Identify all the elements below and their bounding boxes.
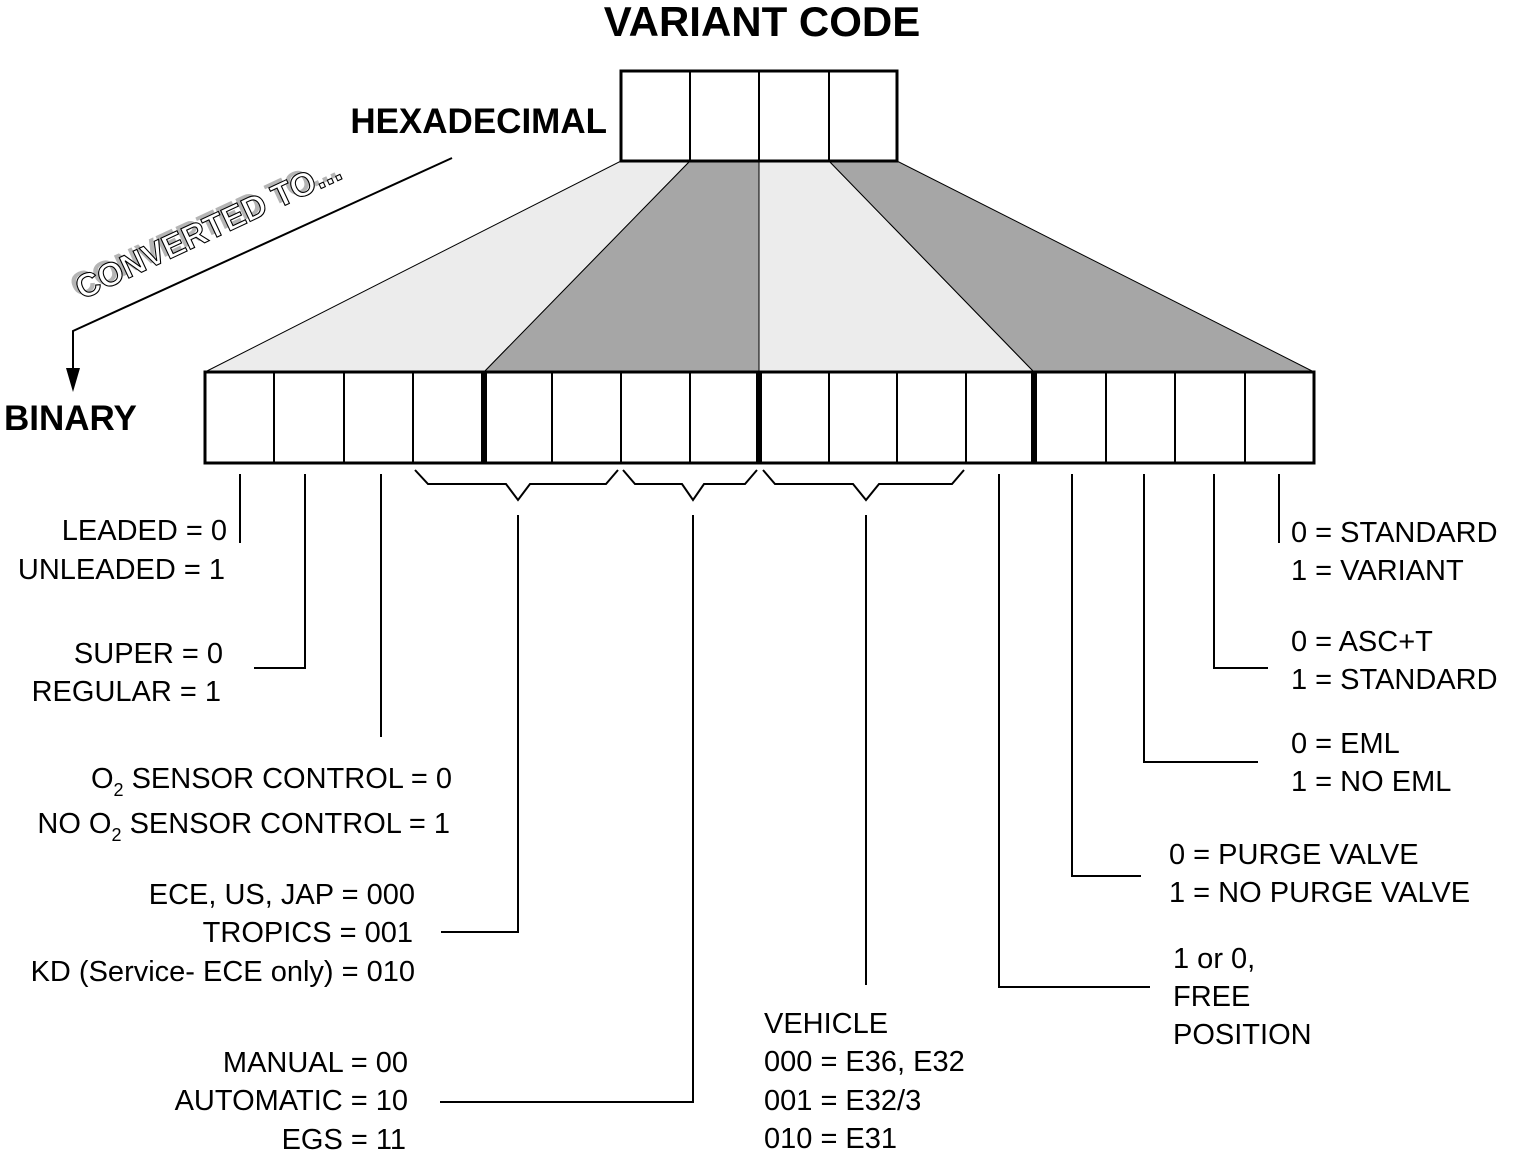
- free-line1: 1 or 0,: [1173, 943, 1255, 975]
- purge-line1: 0 = PURGE VALVE: [1169, 839, 1419, 871]
- binary-register: [203, 370, 1316, 465]
- leader-market: [441, 515, 519, 933]
- o2-sensor-line2: NO O2 SENSOR CONTROL = 1: [37, 808, 450, 845]
- field-market: ECE, US, JAP = 000 TROPICS = 001 KD (Ser…: [31, 879, 415, 988]
- brace-market: [414, 469, 619, 502]
- leader-free: [998, 474, 1150, 988]
- market-line1: ECE, US, JAP = 000: [149, 879, 415, 911]
- brace-vehicle: [762, 469, 965, 502]
- eml-line1: 0 = EML: [1291, 728, 1400, 760]
- o2-sensor-line1-subscript: 2: [114, 780, 124, 800]
- o2-sensor-line1: O2 SENSOR CONTROL = 0: [91, 763, 452, 800]
- leader-purge: [1071, 474, 1141, 877]
- o2-sensor-line1-post: SENSOR CONTROL = 0: [124, 763, 452, 795]
- vehicle-line4: 010 = E31: [764, 1123, 897, 1153]
- leader-fuel-grade: [254, 474, 306, 669]
- free-line2: FREE: [1173, 981, 1250, 1013]
- asc-line1: 0 = ASC+T: [1291, 626, 1433, 658]
- eml-line2: 1 = NO EML: [1291, 766, 1451, 798]
- fuel-lead-line2: UNLEADED = 1: [18, 554, 225, 586]
- conversion-fan: [204, 160, 1315, 373]
- free-line3: POSITION: [1173, 1019, 1312, 1051]
- o2-sensor-line1-pre: O: [91, 763, 114, 795]
- field-free: 1 or 0, FREE POSITION: [1173, 943, 1312, 1051]
- leader-lines: [239, 474, 1280, 1103]
- purge-line2: 1 = NO PURGE VALVE: [1169, 877, 1470, 909]
- leader-asc: [1213, 474, 1268, 669]
- transmission-line2: AUTOMATIC = 10: [175, 1085, 408, 1117]
- transmission-line3: EGS = 11: [282, 1124, 406, 1153]
- variant-line2: 1 = VARIANT: [1291, 555, 1464, 587]
- converted-arrowhead: [66, 368, 80, 392]
- field-fuel-lead: LEADED = 0 UNLEADED = 1: [18, 515, 227, 586]
- field-vehicle: VEHICLE 000 = E36, E32 001 = E32/3 010 =…: [764, 1008, 965, 1153]
- variant-line1: 0 = STANDARD: [1291, 517, 1498, 549]
- brace-transmission: [622, 469, 758, 502]
- hex-register: [619, 69, 899, 163]
- field-fuel-grade: SUPER = 0 REGULAR = 1: [32, 638, 223, 708]
- field-purge: 0 = PURGE VALVE 1 = NO PURGE VALVE: [1169, 839, 1470, 909]
- field-asc: 0 = ASC+T 1 = STANDARD: [1291, 626, 1498, 696]
- binary-label: BINARY: [4, 399, 137, 438]
- hexadecimal-label: HEXADECIMAL: [350, 102, 607, 141]
- asc-line2: 1 = STANDARD: [1291, 664, 1498, 696]
- fuel-grade-line1: SUPER = 0: [74, 638, 223, 670]
- converted-to-text: CONVERTED TO...: [69, 151, 347, 307]
- vehicle-line2: 000 = E36, E32: [764, 1046, 965, 1078]
- field-variant: 0 = STANDARD 1 = VARIANT: [1291, 517, 1498, 587]
- fuel-lead-line1: LEADED = 0: [62, 515, 227, 547]
- transmission-line1: MANUAL = 00: [223, 1047, 408, 1079]
- diagram-title: VARIANT CODE: [604, 0, 921, 45]
- converted-to-label: CONVERTED TO... CONVERTED TO...: [64, 149, 348, 307]
- market-line3: KD (Service- ECE only) = 010: [31, 956, 415, 988]
- leader-transmission: [440, 515, 694, 1103]
- o2-sensor-line2-subscript: 2: [112, 825, 122, 845]
- fuel-grade-line2: REGULAR = 1: [32, 676, 221, 708]
- field-transmission: MANUAL = 00 AUTOMATIC = 10 EGS = 11: [175, 1047, 408, 1153]
- vehicle-line1: VEHICLE: [764, 1008, 888, 1040]
- vehicle-line3: 001 = E32/3: [764, 1085, 921, 1117]
- field-o2-sensor: O2 SENSOR CONTROL = 0 NO O2 SENSOR CONTR…: [37, 763, 452, 845]
- field-eml: 0 = EML 1 = NO EML: [1291, 728, 1451, 798]
- o2-sensor-line2-post: SENSOR CONTROL = 1: [122, 808, 450, 840]
- o2-sensor-line2-pre: NO O: [37, 808, 111, 840]
- converted-arrow-line: [72, 157, 453, 372]
- leader-eml: [1143, 474, 1258, 763]
- market-line2: TROPICS = 001: [203, 917, 413, 949]
